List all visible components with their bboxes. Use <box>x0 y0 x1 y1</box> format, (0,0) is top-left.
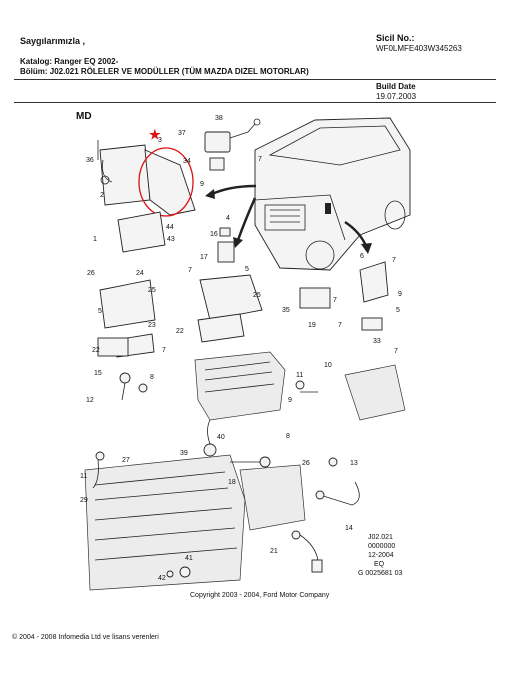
header-rule <box>14 79 496 80</box>
section-label: Bölüm: J02.021 RÖLELER VE MODÜLLER (TÜM … <box>20 67 309 76</box>
svg-text:7: 7 <box>188 267 192 274</box>
ref-code: EQ <box>374 561 385 568</box>
svg-text:7: 7 <box>394 348 398 355</box>
svg-text:17: 17 <box>200 254 208 261</box>
catalog-label: Katalog: Ranger EQ 2002- <box>20 57 119 66</box>
svg-text:22: 22 <box>92 347 100 354</box>
footer-copyright: © 2004 - 2008 Infomedia Ltd ve lisans ve… <box>12 634 159 641</box>
svg-text:8: 8 <box>286 433 290 440</box>
svg-text:44: 44 <box>166 224 174 231</box>
svg-text:35: 35 <box>282 307 290 314</box>
svg-text:26: 26 <box>87 270 95 277</box>
build-date-label: Build Date <box>376 82 416 91</box>
svg-text:7: 7 <box>333 297 337 304</box>
svg-text:7: 7 <box>258 156 262 163</box>
svg-text:38: 38 <box>215 115 223 122</box>
svg-text:7: 7 <box>338 322 342 329</box>
svg-text:21: 21 <box>270 548 278 555</box>
svg-text:25: 25 <box>148 287 156 294</box>
svg-text:5: 5 <box>396 307 400 314</box>
svg-text:43: 43 <box>167 236 175 243</box>
ref-id: G 0025681 03 <box>358 570 403 577</box>
svg-text:10: 10 <box>324 362 332 369</box>
svg-text:1: 1 <box>93 236 97 243</box>
svg-text:12: 12 <box>86 397 94 404</box>
svg-text:9: 9 <box>398 291 402 298</box>
ref-date: 12-2004 <box>368 552 394 559</box>
svg-text:5: 5 <box>245 266 249 273</box>
svg-text:13: 13 <box>350 460 358 467</box>
svg-text:34: 34 <box>183 158 191 165</box>
svg-text:18: 18 <box>228 479 236 486</box>
svg-text:37: 37 <box>178 130 186 137</box>
greeting-text: Saygılarımızla , <box>20 36 86 46</box>
header-rule-lower <box>14 102 496 103</box>
svg-text:4: 4 <box>226 215 230 222</box>
svg-text:8: 8 <box>150 374 154 381</box>
svg-text:40: 40 <box>217 434 225 441</box>
svg-text:7: 7 <box>392 257 396 264</box>
svg-text:6: 6 <box>360 253 364 260</box>
svg-text:22: 22 <box>176 328 184 335</box>
highlight-ring <box>138 147 194 217</box>
svg-text:5: 5 <box>98 308 102 315</box>
svg-text:36: 36 <box>86 157 94 164</box>
build-date-value: 19.07.2003 <box>376 92 417 101</box>
svg-text:7: 7 <box>162 347 166 354</box>
sicil-value: WF0LMFE403W345263 <box>376 44 462 53</box>
svg-text:2: 2 <box>100 192 104 199</box>
svg-text:42: 42 <box>158 575 166 582</box>
svg-text:26: 26 <box>302 460 310 467</box>
svg-text:23: 23 <box>148 322 156 329</box>
callout-numbers: 3 34 36 37 38 7 9 2 4 16 44 1 43 17 7 5 … <box>80 115 402 582</box>
svg-text:25: 25 <box>253 292 261 299</box>
diagram-copyright: Copyright 2003 - 2004, Ford Motor Compan… <box>190 592 330 599</box>
truck-illustration <box>254 117 411 271</box>
sicil-label: Sicil No.: <box>376 33 415 43</box>
svg-text:41: 41 <box>185 555 193 562</box>
svg-text:3: 3 <box>158 137 162 144</box>
variant-tag: MD <box>76 111 92 122</box>
svg-text:15: 15 <box>94 370 102 377</box>
svg-text:9: 9 <box>200 181 204 188</box>
svg-text:11: 11 <box>296 372 303 379</box>
svg-text:33: 33 <box>373 338 381 345</box>
ref-section: J02.021 <box>368 534 393 541</box>
svg-text:29: 29 <box>80 497 88 504</box>
svg-text:19: 19 <box>308 322 316 329</box>
svg-text:11: 11 <box>80 473 87 480</box>
svg-text:24: 24 <box>136 270 144 277</box>
svg-text:9: 9 <box>288 397 292 404</box>
ref-number: 0000000 <box>368 543 396 550</box>
svg-text:14: 14 <box>345 525 353 532</box>
svg-text:39: 39 <box>180 450 188 457</box>
svg-text:27: 27 <box>122 457 130 464</box>
svg-text:16: 16 <box>210 231 218 238</box>
highlight-star-icon: ★ <box>149 127 161 142</box>
